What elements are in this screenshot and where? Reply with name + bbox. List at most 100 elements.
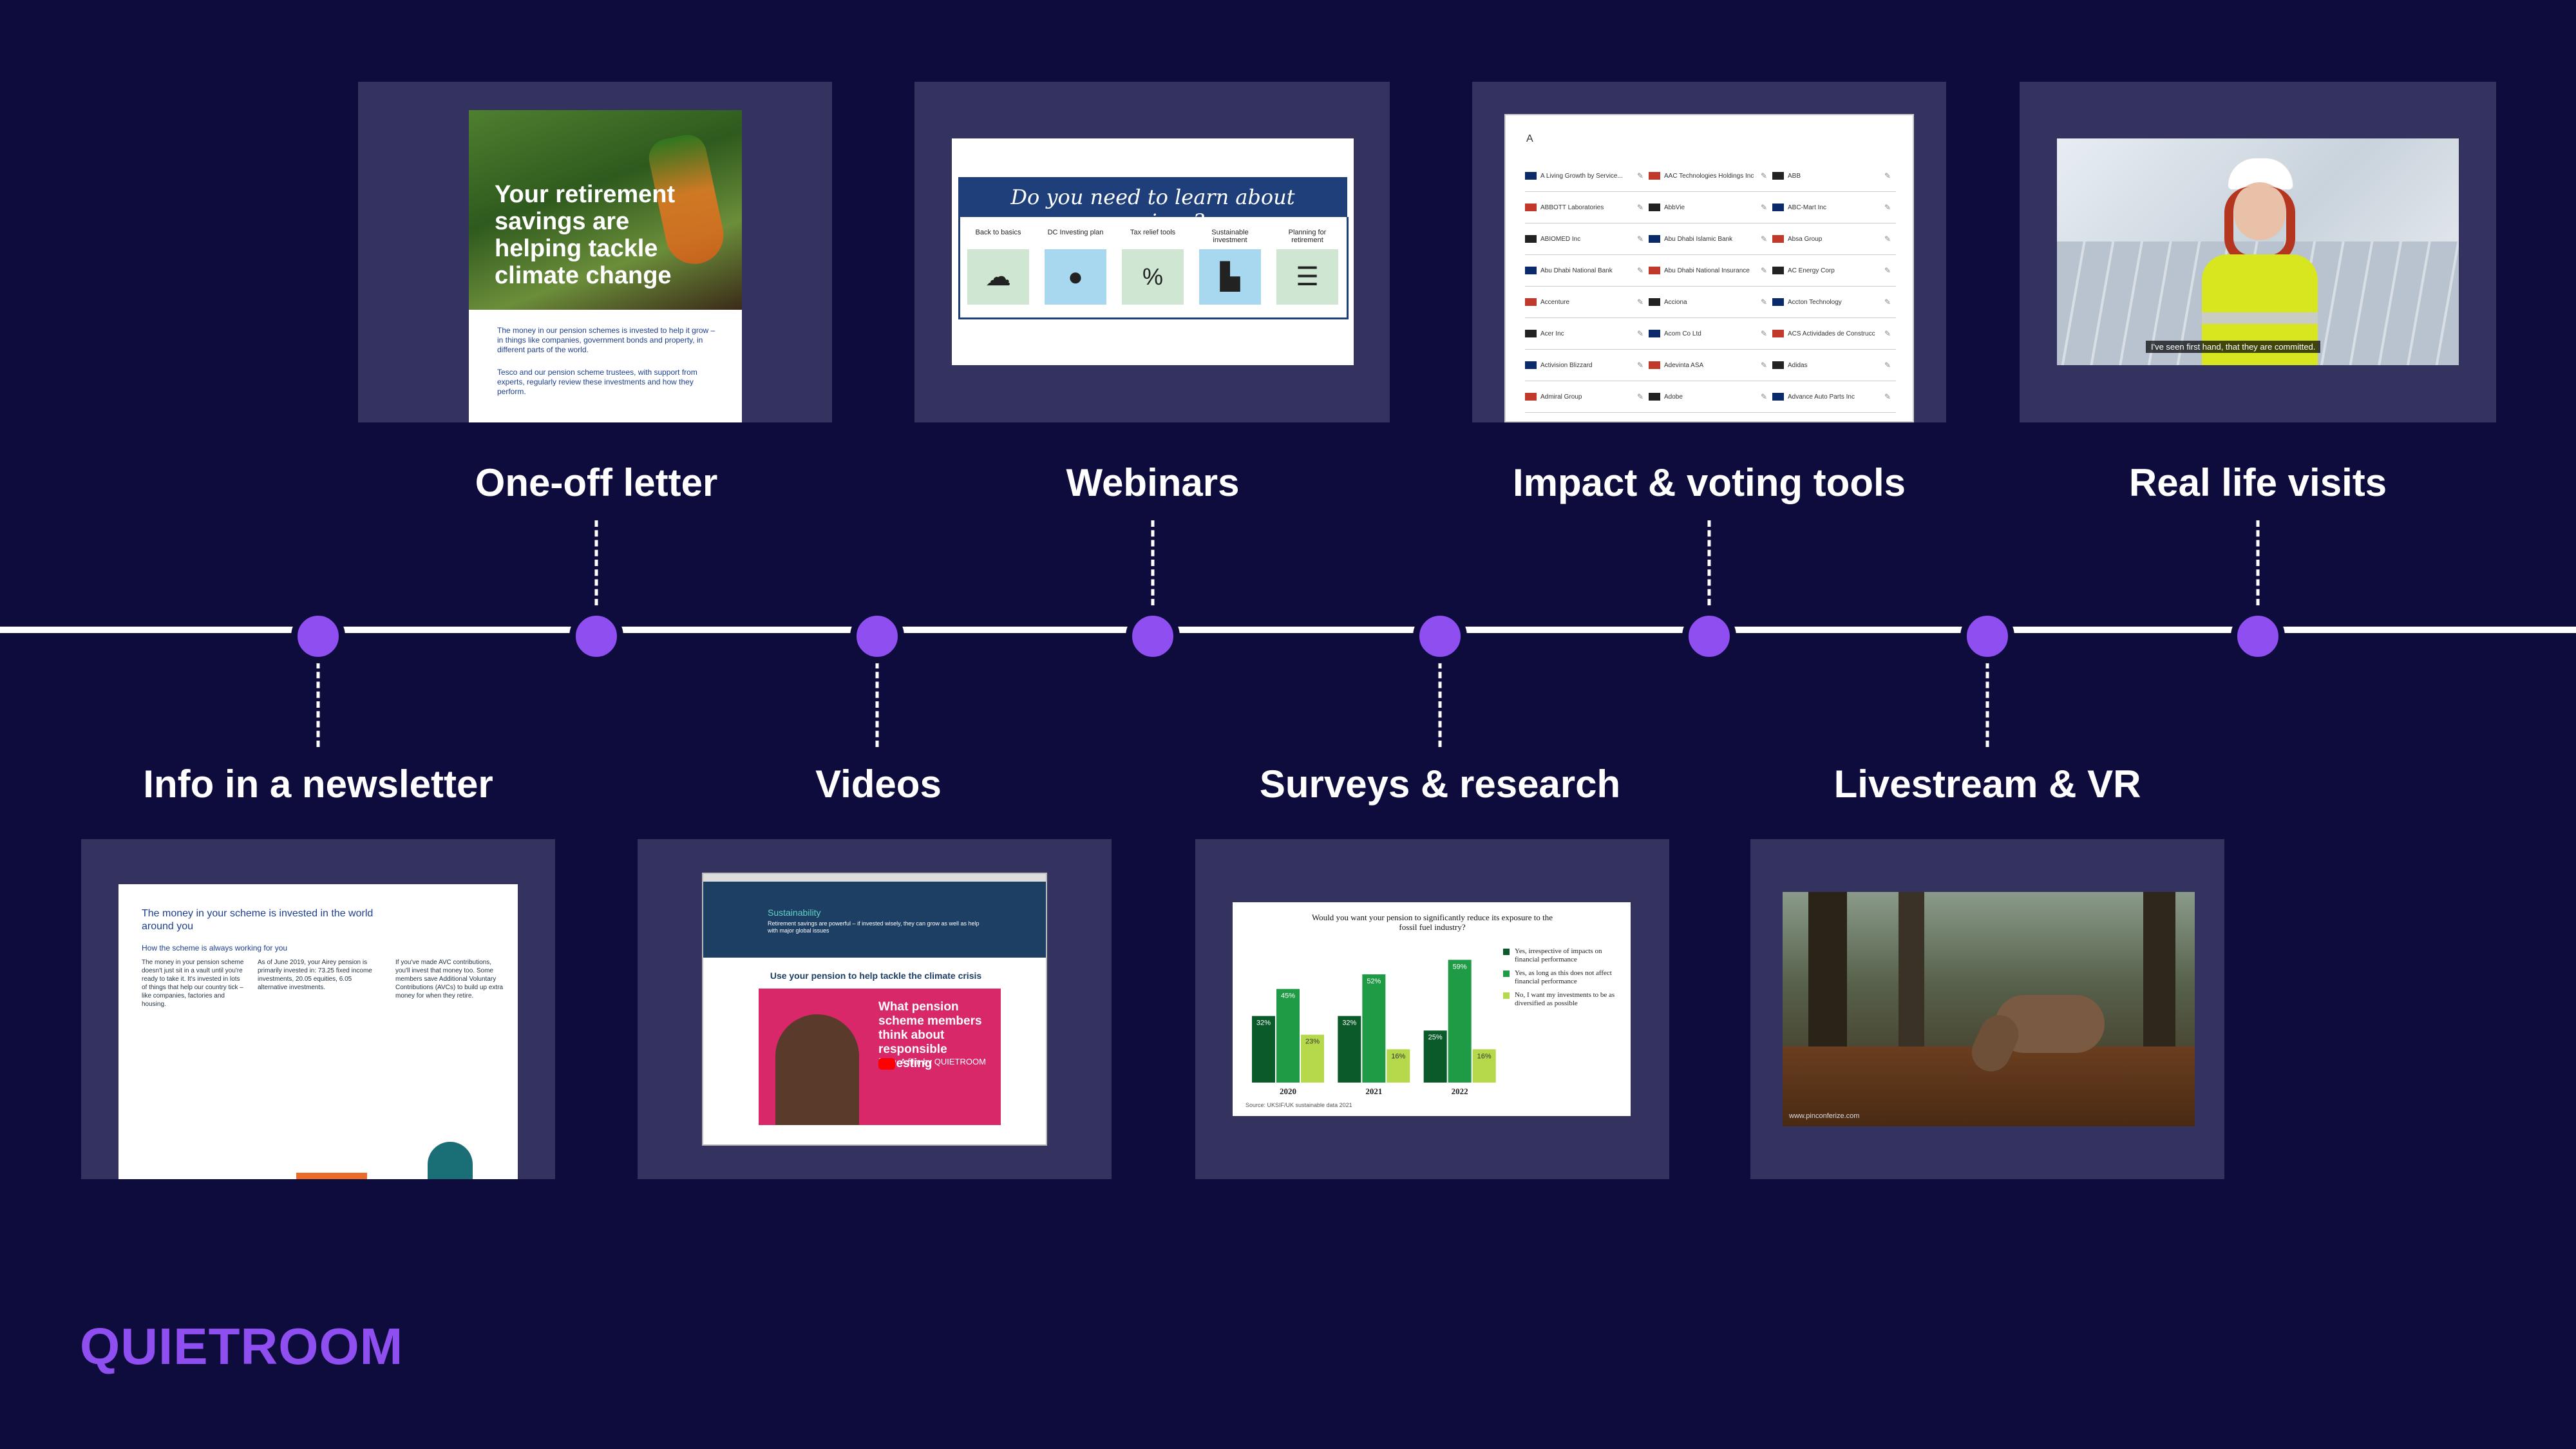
timeline-dot-livestream	[1960, 609, 2014, 663]
impact-company-cell[interactable]: Adevinta ASA ✎	[1649, 361, 1772, 370]
company-logo-icon	[1525, 393, 1537, 401]
x-tick-label: 2020	[1280, 1086, 1296, 1096]
vote-tool-icon[interactable]: ✎	[1884, 298, 1891, 307]
vote-tool-icon[interactable]: ✎	[1884, 203, 1891, 212]
vest-stripe	[2202, 312, 2318, 324]
impact-company-cell[interactable]: ABBOTT Laboratories ✎	[1525, 203, 1649, 212]
tree-trunk-2	[1899, 892, 1924, 1072]
x-tick-label: 2021	[1365, 1086, 1382, 1096]
webinar-items: Back to basics ☁ DC Investing plan ● Tax…	[966, 229, 1340, 312]
impact-company-cell[interactable]: Abu Dhabi National Insurance✎	[1649, 266, 1772, 275]
youtube-play-icon[interactable]	[878, 1058, 895, 1070]
vote-tool-icon[interactable]: ✎	[1884, 234, 1891, 243]
impact-company-cell[interactable]: Admiral Group✎	[1525, 392, 1649, 401]
webinar-banner: Do you need to learn about pensions?	[958, 177, 1347, 234]
impact-company-cell[interactable]: Advance Auto Parts Inc✎	[1772, 392, 1896, 401]
vote-tool-icon[interactable]: ✎	[1636, 361, 1643, 370]
impact-row: Acer Inc✎Acom Co Ltd✎ACS Actividades de …	[1525, 318, 1896, 350]
vote-tool-icon[interactable]: ✎	[1636, 171, 1643, 180]
connector-impact	[1707, 520, 1711, 605]
impact-company-cell[interactable]: Accton Technology✎	[1772, 298, 1896, 307]
vote-tool-icon[interactable]: ✎	[1760, 298, 1767, 307]
impact-company-cell[interactable]: A Living Growth by Service...✎	[1525, 171, 1649, 180]
impact-company-cell[interactable]: ABIOMED Inc✎	[1525, 234, 1649, 243]
company-name: ABBOTT Laboratories	[1540, 204, 1604, 211]
videos-player[interactable]: What pension scheme members think about …	[759, 989, 1001, 1125]
vote-tool-icon[interactable]: ✎	[1760, 329, 1767, 338]
vote-tool-icon[interactable]: ✎	[1760, 234, 1767, 243]
vote-tool-icon[interactable]: ✎	[1760, 266, 1767, 275]
timeline-dot-videos	[850, 609, 904, 663]
vote-tool-icon[interactable]: ✎	[1884, 392, 1891, 401]
impact-company-cell[interactable]: AC Energy Corp✎	[1772, 266, 1896, 275]
letter-headline: Your retirement savings are helping tack…	[495, 181, 676, 289]
newsletter-orange-bar	[296, 1173, 367, 1179]
webinar-item-sustainable[interactable]: Sustainable investment ▙	[1198, 229, 1262, 312]
impact-company-cell[interactable]: Absa Group ✎	[1772, 234, 1896, 243]
impact-company-cell[interactable]: Acer Inc✎	[1525, 329, 1649, 338]
newsletter-col-1: The money in your pension scheme doesn't…	[142, 959, 244, 1008]
impact-company-cell[interactable]: Abu Dhabi National Bank ✎	[1525, 266, 1649, 275]
bar-2022-series-2	[1448, 960, 1472, 1083]
video-film-credit: A film by QUIETROOM	[900, 1057, 986, 1066]
bar-2020-series-3	[1301, 1034, 1324, 1083]
bar-value-label: 25%	[1428, 1034, 1443, 1041]
impact-company-cell[interactable]: Abu Dhabi Islamic Bank✎	[1649, 234, 1772, 243]
webinar-item-dc-investing[interactable]: DC Investing plan ●	[1043, 229, 1108, 312]
vote-tool-icon[interactable]: ✎	[1760, 392, 1767, 401]
vote-tool-icon[interactable]: ✎	[1636, 234, 1643, 243]
vote-tool-icon[interactable]: ✎	[1884, 329, 1891, 338]
impact-company-cell[interactable]: Activision Blizzard✎	[1525, 361, 1649, 370]
vote-tool-icon[interactable]: ✎	[1884, 361, 1891, 370]
timeline-dot-visits	[2231, 609, 2285, 663]
webinar-item-planning[interactable]: Planning for retirement ☰	[1275, 229, 1340, 312]
legend-swatch-3	[1503, 992, 1510, 999]
webinar-item-basics[interactable]: Back to basics ☁	[966, 229, 1030, 312]
vote-tool-icon[interactable]: ✎	[1760, 203, 1767, 212]
vote-tool-icon[interactable]: ✎	[1884, 266, 1891, 275]
vote-tool-icon[interactable]: ✎	[1636, 266, 1643, 275]
company-name: Adevinta ASA	[1664, 361, 1704, 369]
impact-company-cell[interactable]: Adobe✎	[1649, 392, 1772, 401]
webinar-item-tax-relief[interactable]: Tax relief tools %	[1121, 229, 1185, 312]
impact-company-cell[interactable]: AAC Technologies Holdings Inc✎	[1649, 171, 1772, 180]
impact-company-cell[interactable]: Adidas ✎	[1772, 361, 1896, 370]
connector-surveys	[1438, 662, 1442, 747]
impact-company-cell[interactable]: ABB✎	[1772, 171, 1896, 180]
vr-video-frame[interactable]: www.pinconferize.com	[1783, 892, 2195, 1126]
company-logo-icon	[1649, 330, 1660, 337]
vote-tool-icon[interactable]: ✎	[1636, 203, 1643, 212]
vote-tool-icon[interactable]: ✎	[1636, 392, 1643, 401]
impact-company-cell[interactable]: ACS Actividades de Construcc✎	[1772, 329, 1896, 338]
company-logo-icon	[1772, 172, 1784, 180]
cloud-icon: ☁	[967, 249, 1029, 305]
visit-video-frame[interactable]: I've seen first hand, that they are comm…	[2057, 138, 2459, 365]
label-livestream-vr: Livestream & VR	[1833, 762, 2141, 806]
survey-source: Source: UKSIF/UK sustainable data 2021	[1245, 1102, 1352, 1108]
panel-impact-voting: A A Living Growth by Service...✎AAC Tech…	[1472, 82, 1946, 422]
vote-tool-icon[interactable]: ✎	[1636, 329, 1643, 338]
company-logo-icon	[1772, 330, 1784, 337]
company-name: Absa Group	[1788, 235, 1823, 243]
company-logo-icon	[1772, 361, 1784, 369]
newsletter-subtitle: How the scheme is always working for you	[142, 943, 288, 952]
clipboard-icon: ☰	[1276, 249, 1338, 305]
panel-livestream-vr: www.pinconferize.com	[1750, 839, 2224, 1179]
company-logo-icon	[1649, 235, 1660, 243]
company-logo-icon	[1649, 267, 1660, 274]
vote-tool-icon[interactable]: ✎	[1636, 298, 1643, 307]
impact-company-cell[interactable]: Acom Co Ltd✎	[1649, 329, 1772, 338]
impact-company-cell[interactable]: ABC-Mart Inc✎	[1772, 203, 1896, 212]
newsletter-col-2: As of June 2019, your Airey pension is p…	[258, 959, 372, 991]
company-logo-icon	[1525, 267, 1537, 274]
impact-company-cell[interactable]: Accenture✎	[1525, 298, 1649, 307]
company-name: Abu Dhabi National Bank	[1540, 267, 1613, 274]
vote-tool-icon[interactable]: ✎	[1760, 171, 1767, 180]
vote-tool-icon[interactable]: ✎	[1884, 171, 1891, 180]
bar-value-label: 45%	[1281, 992, 1295, 1000]
company-name: Adidas	[1788, 361, 1808, 369]
impact-company-cell[interactable]: AbbVie✎	[1649, 203, 1772, 212]
vote-tool-icon[interactable]: ✎	[1760, 361, 1767, 370]
impact-company-cell[interactable]: Acciona✎	[1649, 298, 1772, 307]
timeline-dot-impact	[1682, 609, 1736, 663]
